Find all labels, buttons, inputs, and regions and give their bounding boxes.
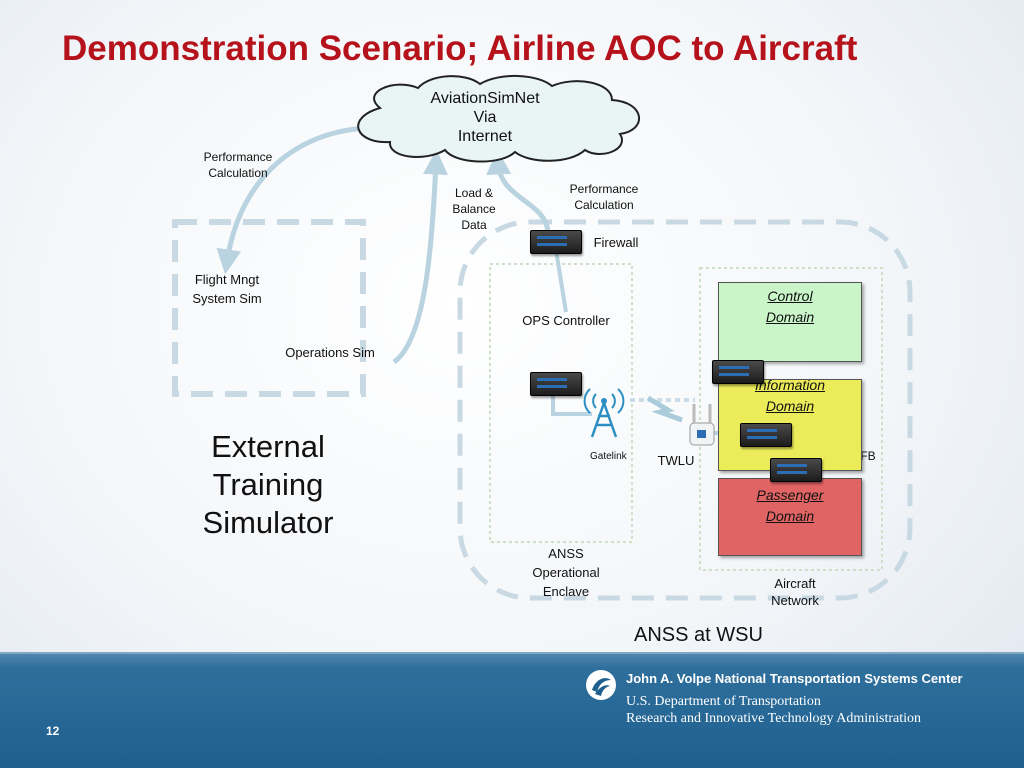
cloud-line-2: Via xyxy=(473,109,497,126)
load-balance-label: Load & Balance Data xyxy=(452,186,496,232)
twlu-device-icon xyxy=(689,404,715,446)
ops-sim-label: Operations Sim xyxy=(285,345,375,360)
footer-center-name: John A. Volpe National Transportation Sy… xyxy=(626,671,963,686)
anss-wsu-label: ANSS at WSU xyxy=(634,624,763,646)
footer-bar xyxy=(0,654,1024,768)
perf-calc-label-right: Performance Calculation xyxy=(569,182,639,212)
firewall-label: Firewall xyxy=(593,235,639,250)
cloud-line-3: Internet xyxy=(457,128,513,145)
control-domain-label: Control Domain xyxy=(765,288,815,325)
footer-admin: Research and Innovative Technology Admin… xyxy=(626,711,922,726)
passenger-domain-server-icon xyxy=(770,458,822,482)
dot-logo-icon xyxy=(586,670,616,700)
gatelink-label: Gatelink xyxy=(590,451,627,462)
aircraft-network-boundary xyxy=(699,267,883,571)
ops-sim-arrow xyxy=(392,149,448,365)
perf-calc-arrow-left xyxy=(216,125,371,275)
control-domain-server-icon xyxy=(712,360,764,384)
anss-enclave-boundary xyxy=(489,263,633,543)
perf-calc-label-left: Performance Calculation xyxy=(203,150,273,180)
fms-label: Flight Mngt System Sim xyxy=(192,272,262,306)
firewall-server-icon xyxy=(530,230,582,254)
cloud-shape xyxy=(357,74,640,163)
footer-dept: U.S. Department of Transportation xyxy=(626,694,821,709)
slide-title: Demonstration Scenario; Airline AOC to A… xyxy=(62,29,858,68)
anss-enclave-label: ANSS Operational Enclave xyxy=(532,546,600,599)
cloud-label: AviationSimNet Via Internet xyxy=(410,89,560,146)
cloud-line-1: AviationSimNet xyxy=(430,90,540,107)
firewall-to-ops-line xyxy=(554,249,568,313)
ops-controller-server-icon xyxy=(530,372,582,396)
ops-to-gatelink-connector xyxy=(551,394,592,416)
information-domain-server-icon xyxy=(740,423,792,447)
control-domain-box: Control Domain xyxy=(718,282,862,362)
page-number: 12 xyxy=(46,724,60,738)
twlu-label: TWLU xyxy=(657,453,695,468)
gatelink-tower-icon xyxy=(583,388,625,438)
wireless-zigzag xyxy=(646,395,683,423)
passenger-domain-label: Passenger Domain xyxy=(756,487,824,524)
passenger-domain-box: Passenger Domain xyxy=(718,478,862,556)
anss-wsu-boundary xyxy=(457,219,913,601)
external-sim-label: External Training Simulator xyxy=(202,429,334,540)
ops-controller-label: OPS Controller xyxy=(522,313,610,328)
aircraft-network-label: Aircraft Network xyxy=(771,576,819,608)
information-domain-label: Information Domain xyxy=(754,377,826,414)
external-sim-boundary xyxy=(172,219,366,397)
perf-calc-arrow-right xyxy=(486,149,551,233)
